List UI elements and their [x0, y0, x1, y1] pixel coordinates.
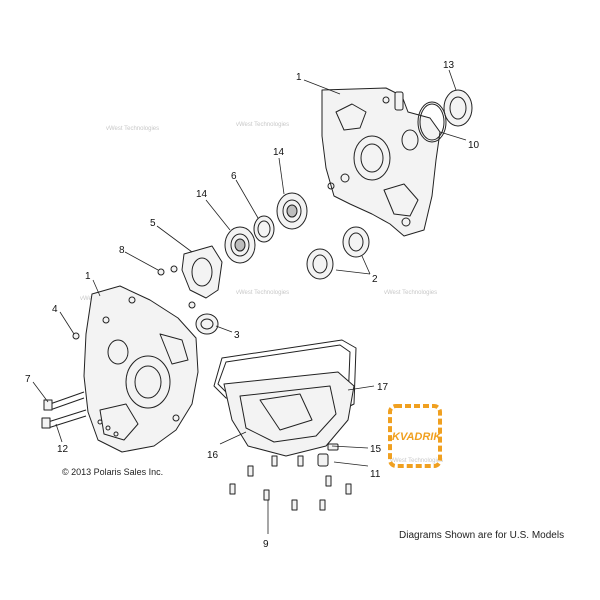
callout-label: 13 — [443, 60, 455, 71]
oil-pan-bolts — [229, 455, 352, 511]
watermark: vWest Technologies — [236, 290, 289, 296]
screw — [188, 301, 196, 309]
callouts: 1 13 10 14 6 14 5 8 2 1 4 3 7 17 12 16 1… — [25, 60, 480, 550]
bolt — [41, 409, 87, 429]
callout-label: 12 — [57, 444, 69, 455]
watermark: vWest Technologies — [390, 458, 443, 464]
bearing — [276, 192, 308, 230]
bearing — [224, 226, 256, 264]
cover-plate — [181, 245, 223, 299]
callout-label: 15 — [370, 444, 382, 455]
o-ring — [417, 101, 447, 143]
watermark: vWest Technologies — [384, 290, 437, 296]
crankcase-right-half — [321, 87, 441, 237]
callout-label: 5 — [150, 218, 156, 229]
bearing — [342, 226, 370, 258]
leader-lines — [32, 69, 467, 534]
copyright-notice: © 2013 Polaris Sales Inc. — [62, 467, 164, 477]
callout-label: 1 — [85, 271, 91, 282]
crankcase-left-half — [83, 285, 199, 453]
callout-label: 11 — [370, 469, 381, 480]
kvadrik-logo: KVADRIK — [388, 404, 442, 468]
oil-pan — [223, 371, 355, 457]
watermark: vWest Technologies — [236, 122, 289, 128]
callout-label: 14 — [273, 147, 285, 158]
models-disclaimer: Diagrams Shown are for U.S. Models — [399, 530, 565, 541]
oil-seal — [443, 89, 473, 127]
watermark: vWest Technologies — [106, 126, 159, 132]
drain-plug — [317, 443, 339, 467]
bolt — [43, 391, 85, 411]
screw — [157, 265, 178, 276]
logo-text: KVADRIK — [392, 431, 442, 443]
callout-label: 17 — [377, 382, 389, 393]
callout-label: 7 — [25, 374, 31, 385]
callout-label: 14 — [196, 189, 208, 200]
callout-label: 3 — [234, 330, 240, 341]
callout-label: 8 — [119, 245, 125, 256]
callout-label: 6 — [231, 171, 237, 182]
bearing — [306, 248, 334, 280]
screw — [72, 332, 80, 340]
callout-label: 4 — [52, 304, 58, 315]
callout-label: 2 — [372, 274, 378, 285]
callout-label: 1 — [296, 72, 302, 83]
callout-label: 16 — [207, 450, 219, 461]
dowel-pins — [97, 419, 119, 437]
bushing — [195, 313, 219, 335]
callout-label: 10 — [468, 140, 480, 151]
callout-label: 9 — [263, 539, 269, 550]
bushing — [253, 215, 275, 243]
